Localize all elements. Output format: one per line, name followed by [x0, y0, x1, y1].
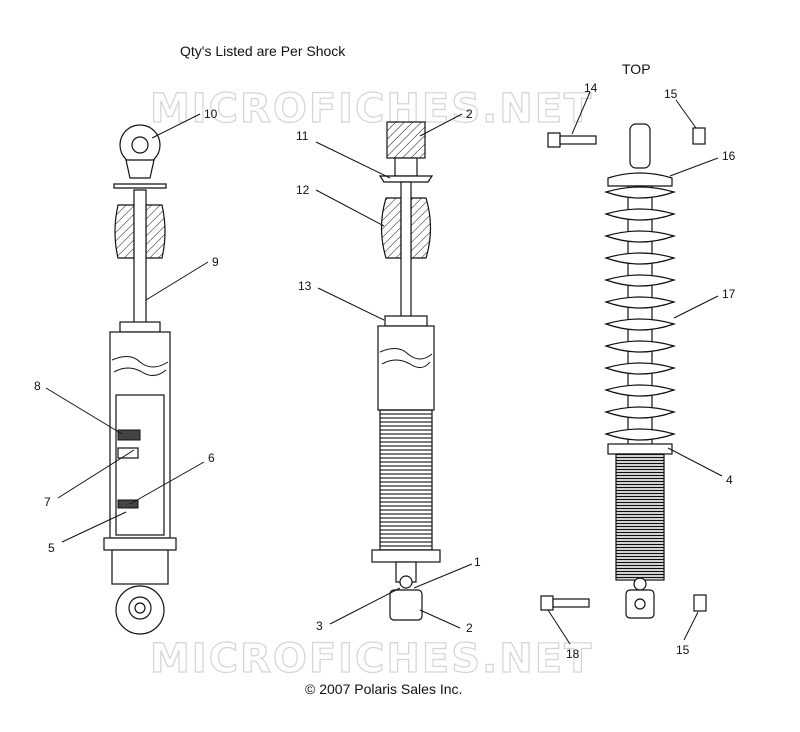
callout-11: 11 — [296, 129, 309, 143]
watermark-bottom: MICROFICHES.NET — [150, 636, 593, 682]
bolt-18 — [540, 595, 590, 611]
middle-shock — [371, 121, 441, 621]
callout-2-bottom: 2 — [466, 621, 473, 635]
coil-spring — [604, 186, 676, 441]
callout-17: 17 — [722, 287, 736, 301]
left-shock — [103, 124, 177, 635]
callout-16: 16 — [722, 149, 736, 163]
callout-4: 4 — [726, 473, 733, 487]
callout-3: 3 — [316, 619, 323, 633]
right-shock — [604, 123, 676, 619]
nut-15-bottom — [693, 594, 707, 612]
callout-15-bottom: 15 — [676, 643, 690, 657]
callout-18: 18 — [566, 647, 580, 661]
top-label: TOP — [622, 61, 651, 77]
bolt-14 — [547, 132, 597, 148]
callout-5: 5 — [48, 541, 55, 555]
nut-15-top — [692, 127, 706, 145]
callout-8: 8 — [34, 379, 41, 393]
callout-15-top: 15 — [664, 87, 678, 101]
callout-6: 6 — [208, 451, 215, 465]
callout-14: 14 — [584, 81, 598, 95]
callout-1: 1 — [474, 555, 481, 569]
callout-13: 13 — [298, 279, 312, 293]
callout-10: 10 — [204, 107, 218, 121]
callout-9: 9 — [212, 255, 219, 269]
copyright-text: © 2007 Polaris Sales Inc. — [305, 681, 462, 697]
callout-7: 7 — [44, 495, 51, 509]
watermark-top: MICROFICHES.NET — [150, 86, 593, 132]
leader-lines — [45, 91, 723, 645]
callout-12: 12 — [296, 183, 310, 197]
callout-2-top: 2 — [466, 107, 473, 121]
callout-labels: 10 2 11 12 9 13 8 7 6 5 1 3 2 14 15 16 1… — [34, 81, 736, 661]
page-title: Qty's Listed are Per Shock — [180, 43, 346, 59]
